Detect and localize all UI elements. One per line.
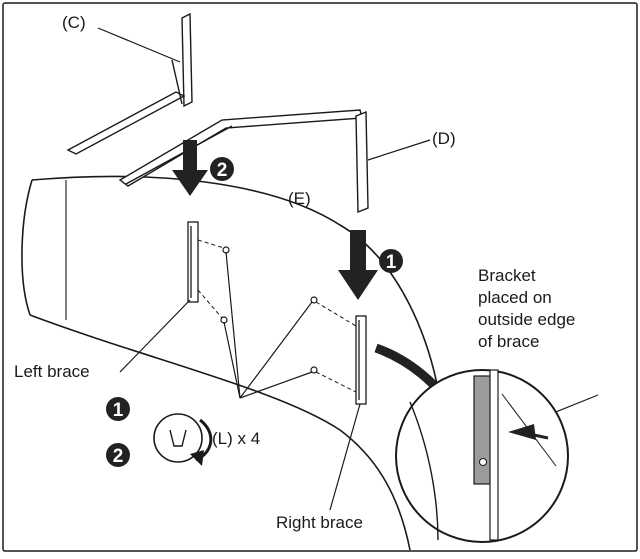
screw-head-icon	[153, 413, 203, 463]
leader-left-brace	[119, 299, 191, 373]
detail-panel-edge	[409, 401, 439, 541]
leader	[225, 251, 241, 399]
leader-c	[97, 27, 181, 63]
screw-hole	[310, 296, 318, 304]
step-number-1: 1	[386, 252, 397, 273]
detail-pointer-shaft	[519, 430, 549, 440]
label-part-e: (E)	[288, 189, 311, 208]
bracket-c-vertical	[181, 12, 193, 108]
screw-holes	[220, 246, 318, 374]
down-arrow-d	[338, 230, 378, 300]
screwdriver-tip-icon	[169, 429, 187, 447]
panel-bottom-edge	[29, 314, 411, 551]
note-line-1: Bracket	[478, 266, 536, 285]
left-brace	[187, 221, 199, 303]
detail-edge-line	[501, 393, 557, 467]
detail-magnifier	[395, 369, 569, 543]
leader	[223, 321, 241, 399]
label-right-brace: Right brace	[276, 513, 363, 532]
leader	[239, 371, 313, 399]
part-d-bracket	[118, 109, 369, 214]
align-line	[197, 239, 225, 249]
align-line	[315, 371, 357, 393]
label-leaders	[97, 27, 599, 511]
label-left-brace: Left brace	[14, 362, 90, 381]
leader	[239, 301, 313, 399]
bracket-c-brace	[171, 59, 183, 105]
legend-number-1: 1	[113, 400, 124, 421]
bracket-c-arm	[66, 91, 186, 155]
legend-number-2: 2	[113, 446, 124, 467]
label-part-c: (C)	[62, 13, 86, 32]
note-line-4: of brace	[478, 332, 539, 351]
legend-badge-1	[106, 397, 130, 421]
rotate-arrowhead-icon	[190, 450, 204, 466]
part-c-bracket	[66, 12, 193, 155]
alignment-lines	[197, 239, 357, 393]
note-line-3: outside edge	[478, 310, 575, 329]
screw-hole	[310, 366, 318, 374]
step-badge-1	[379, 249, 403, 273]
detail-brace	[489, 369, 499, 541]
detail-screw	[479, 458, 487, 466]
step-number-2: 2	[217, 160, 228, 181]
left-brace-bar	[187, 221, 199, 303]
bracket-d-vertical	[355, 110, 369, 214]
label-part-d: (D)	[432, 129, 456, 148]
screw-legend: 1 2	[106, 397, 213, 467]
note-line-2: placed on	[478, 288, 552, 307]
screw-leaders	[223, 251, 313, 399]
right-brace	[355, 315, 367, 405]
leader-d	[367, 139, 431, 161]
panel-left-edge	[21, 179, 33, 316]
down-arrow-c	[172, 140, 208, 196]
label-screws: (L) x 4	[212, 429, 260, 448]
align-line	[197, 289, 223, 319]
legend-badge-2	[106, 443, 130, 467]
leader-right-brace	[329, 403, 361, 511]
step-badge-2	[210, 157, 234, 181]
align-line	[315, 301, 357, 327]
right-brace-bar	[355, 315, 367, 405]
bracket-d-edge	[125, 125, 233, 185]
